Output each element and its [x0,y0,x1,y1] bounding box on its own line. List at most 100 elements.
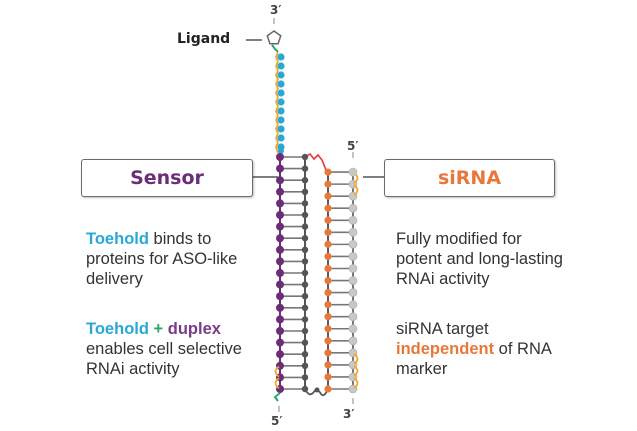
toehold-nucleotide [277,125,285,133]
sirna-passenger-nucleotide [348,276,358,285]
desc-text: of RNA [494,340,552,358]
toehold-nucleotide [277,53,285,61]
sensor-nucleotide [276,199,284,208]
sirna-passenger-nucleotide [348,300,358,309]
desc-text: siRNA target [396,320,489,338]
toehold-nucleotide [277,134,285,142]
prime-5-sensor: 5′ [271,414,283,428]
complement-nucleotide [301,339,309,346]
green-5prime-linker [273,392,281,402]
sensor-nucleotide [276,176,284,185]
toehold-nucleotide [277,71,285,79]
complement-nucleotide [301,235,309,242]
complement-nucleotide [301,304,309,311]
sirna-duplex [324,167,359,394]
complement-nucleotide [301,188,309,195]
sirna-passenger-nucleotide [348,228,358,237]
sensor-nucleotide [276,187,284,196]
complement-nucleotide [301,374,309,381]
sensor-nucleotide [276,257,284,266]
sensor-nucleotide [276,315,284,324]
sirna-passenger-nucleotide [348,324,358,334]
prime-3-ligand: 3′ [270,3,282,17]
complement-nucleotide [301,362,309,369]
sensor-modification [274,377,280,389]
sirna-passenger-nucleotide [348,252,358,261]
sirna-passenger-nucleotide [348,288,358,297]
sirna-guide-nucleotide [324,313,332,321]
toehold-nucleotide [277,116,285,124]
sensor-nucleotide [276,211,284,219]
toehold-highlight: Toehold [86,320,149,338]
sirna-guide-nucleotide [324,349,332,357]
desc-text: Fully modified for [396,230,522,248]
prime-3-sirna: 3′ [343,407,355,421]
toehold-strand [271,44,285,154]
green-linker [271,44,279,53]
sensor-label: Sensor [130,167,204,189]
sensor-nucleotide [276,280,284,289]
sirna-passenger-nucleotide [348,336,358,346]
sensor-nucleotide [276,222,284,231]
toehold-highlight: Toehold [86,230,149,248]
sirna-guide-nucleotide [324,228,332,236]
sensor-nucleotide [276,327,284,335]
toehold-nucleotide [278,148,284,154]
sensor-duplex [273,153,309,402]
sirna-modification [353,184,359,196]
sirna-guide-nucleotide [324,361,332,369]
sensor-label-box: Sensor [81,159,253,197]
sirna-guide-nucleotide [324,385,332,393]
sirna-guide-nucleotide [324,240,332,248]
sirna-guide-nucleotide [324,373,332,381]
sensor-description-duplex: Toehold + duplex enables cell selective … [86,319,286,379]
toehold-nucleotide [277,107,285,115]
sirna-guide-nucleotide [324,276,332,285]
sensor-nucleotide [276,338,284,347]
sirna-passenger-nucleotide [348,240,358,249]
sirna-guide-nucleotide [324,204,332,212]
sensor-nucleotide [276,292,284,301]
sirna-label: siRNA [437,167,502,189]
complement-nucleotide [301,200,309,207]
complement-nucleotide [301,246,309,253]
duplex-highlight: duplex [167,320,221,338]
sirna-guide-nucleotide [324,168,332,176]
complement-nucleotide [301,269,309,277]
desc-text: RNAi activity [396,270,490,288]
ligand-label: Ligand [177,31,231,47]
sirna-guide-nucleotide [324,192,332,200]
toehold-nucleotide [277,89,285,97]
complement-nucleotide [301,351,309,358]
sirna-description-modified: Fully modified for potent and long-lasti… [396,229,616,289]
complement-nucleotide [301,165,309,172]
complement-nucleotide [301,211,309,219]
complement-nucleotide [301,153,309,161]
independent-highlight: independent [396,340,495,358]
sirna-passenger-nucleotide [349,168,357,177]
sensor-nucleotide [276,153,284,161]
sensor-description-toehold: Toehold binds to proteins for ASO-like d… [86,229,276,289]
ligand-pentagon-icon [266,30,282,45]
toehold-backbone [275,52,279,154]
sirna-guide-nucleotide [324,325,332,333]
sensor-nucleotide [276,245,284,254]
desc-text: marker [396,360,448,378]
plus-sign: + [148,320,168,338]
desc-text: RNAi activity [86,360,180,378]
toehold-nucleotide [277,62,285,70]
sirna-passenger-nucleotide [348,215,358,225]
complement-nucleotide [301,293,309,300]
loop-node [314,387,320,393]
desc-text: delivery [86,270,143,288]
sensor-modification [274,365,280,378]
sirna-guide-nucleotide [324,301,332,309]
sensor-nucleotide [276,303,284,312]
sirna-modification [353,353,359,365]
complement-nucleotide [301,316,309,323]
complement-nucleotide [301,258,309,265]
sensor-nucleotide [276,269,284,277]
sirna-guide-nucleotide [324,264,332,273]
desc-text: enables cell selective [86,340,242,358]
